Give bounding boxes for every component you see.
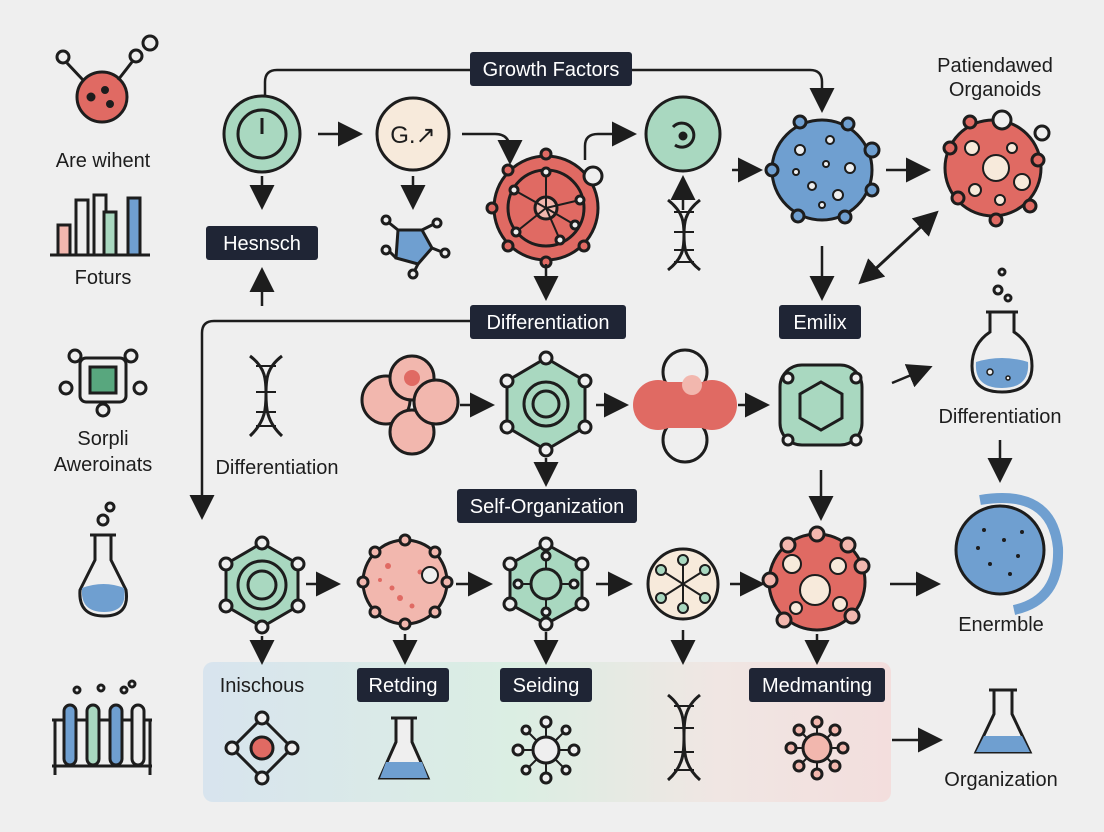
dna-icon	[667, 198, 701, 272]
retding-label: Retding	[369, 675, 438, 697]
self-organization-label: Self-Organization	[470, 496, 625, 518]
flower-node-icon	[784, 715, 850, 781]
network-hex-icon	[502, 536, 590, 632]
hexagon-icon	[499, 350, 593, 458]
patient-derived-label-1: Patiendawed	[937, 55, 1053, 77]
emilix-label: Emilix	[793, 312, 846, 334]
are-when-label: Are wihent	[56, 150, 151, 172]
factors-label: Foturs	[75, 267, 132, 289]
flask-icon	[78, 501, 129, 618]
hesnsch-box	[206, 226, 318, 260]
dna-icon-middle	[248, 354, 284, 438]
network-icon	[511, 715, 581, 785]
patient-derived-label-2: Organoids	[949, 79, 1041, 101]
pink-organoid-icon	[356, 533, 454, 631]
medmanting-box	[749, 668, 885, 702]
emilix-box	[779, 305, 861, 339]
pink-cluster-icon	[360, 354, 460, 456]
self-organization-box	[457, 489, 637, 523]
blue-organoid-icon	[764, 114, 881, 225]
right-flask-icon	[970, 267, 1034, 394]
differentiation-left-label: Differentiation	[215, 457, 338, 479]
differentiation-center-label: Differentiation	[486, 312, 609, 334]
green-hexagon-icon	[778, 363, 864, 447]
node-text: G.↗	[390, 122, 435, 149]
large-pink-organoid-icon	[761, 525, 871, 632]
cell-icon	[55, 34, 159, 124]
beaker-icon	[377, 716, 431, 780]
retding-box	[357, 668, 449, 702]
patient-organoid-icon	[942, 109, 1051, 228]
growth-factors-label: Growth Factors	[483, 59, 620, 81]
seiding-label: Seiding	[513, 675, 580, 697]
diamond-node-icon	[224, 710, 300, 786]
aweroinats-label: Aweroinats	[54, 454, 153, 476]
arrow-greenhex-to-flask	[891, 364, 933, 388]
dial-icon	[222, 94, 302, 174]
chip-icon	[58, 348, 148, 418]
test-tubes-icon	[52, 679, 152, 775]
dna-icon-bottom	[667, 693, 701, 782]
growth-factors-box	[470, 52, 632, 86]
molecule-icon	[380, 214, 451, 280]
arrow-cell-icon	[375, 96, 451, 172]
inischous-label: Inischous	[220, 675, 305, 697]
enermble-label: Enermble	[958, 614, 1044, 636]
red-organoid-icon	[485, 147, 604, 269]
erlenmeyer-icon	[973, 688, 1033, 754]
sorpli-label: Sorpli	[77, 428, 128, 450]
left-loop-connector	[189, 319, 470, 520]
red-cluster-icon	[633, 348, 737, 464]
arrow-node-to-red-organoid	[462, 132, 523, 165]
differentiation-box	[470, 305, 626, 339]
hesnsch-label: Hesnsch	[223, 233, 301, 255]
medmanting-label: Medmanting	[762, 675, 872, 697]
star-node-icon	[646, 547, 720, 621]
organization-label: Organization	[944, 769, 1057, 791]
arrow-organoid-to-rotate	[583, 121, 637, 160]
double-arrow	[858, 210, 939, 285]
green-network-hex-icon	[218, 535, 306, 635]
differentiation-right-label: Differentiation	[938, 406, 1061, 428]
seiding-box	[500, 668, 592, 702]
blue-sphere-icon	[954, 493, 1064, 615]
bar-chart-icon	[50, 193, 150, 257]
rotate-cell-icon	[644, 95, 722, 173]
